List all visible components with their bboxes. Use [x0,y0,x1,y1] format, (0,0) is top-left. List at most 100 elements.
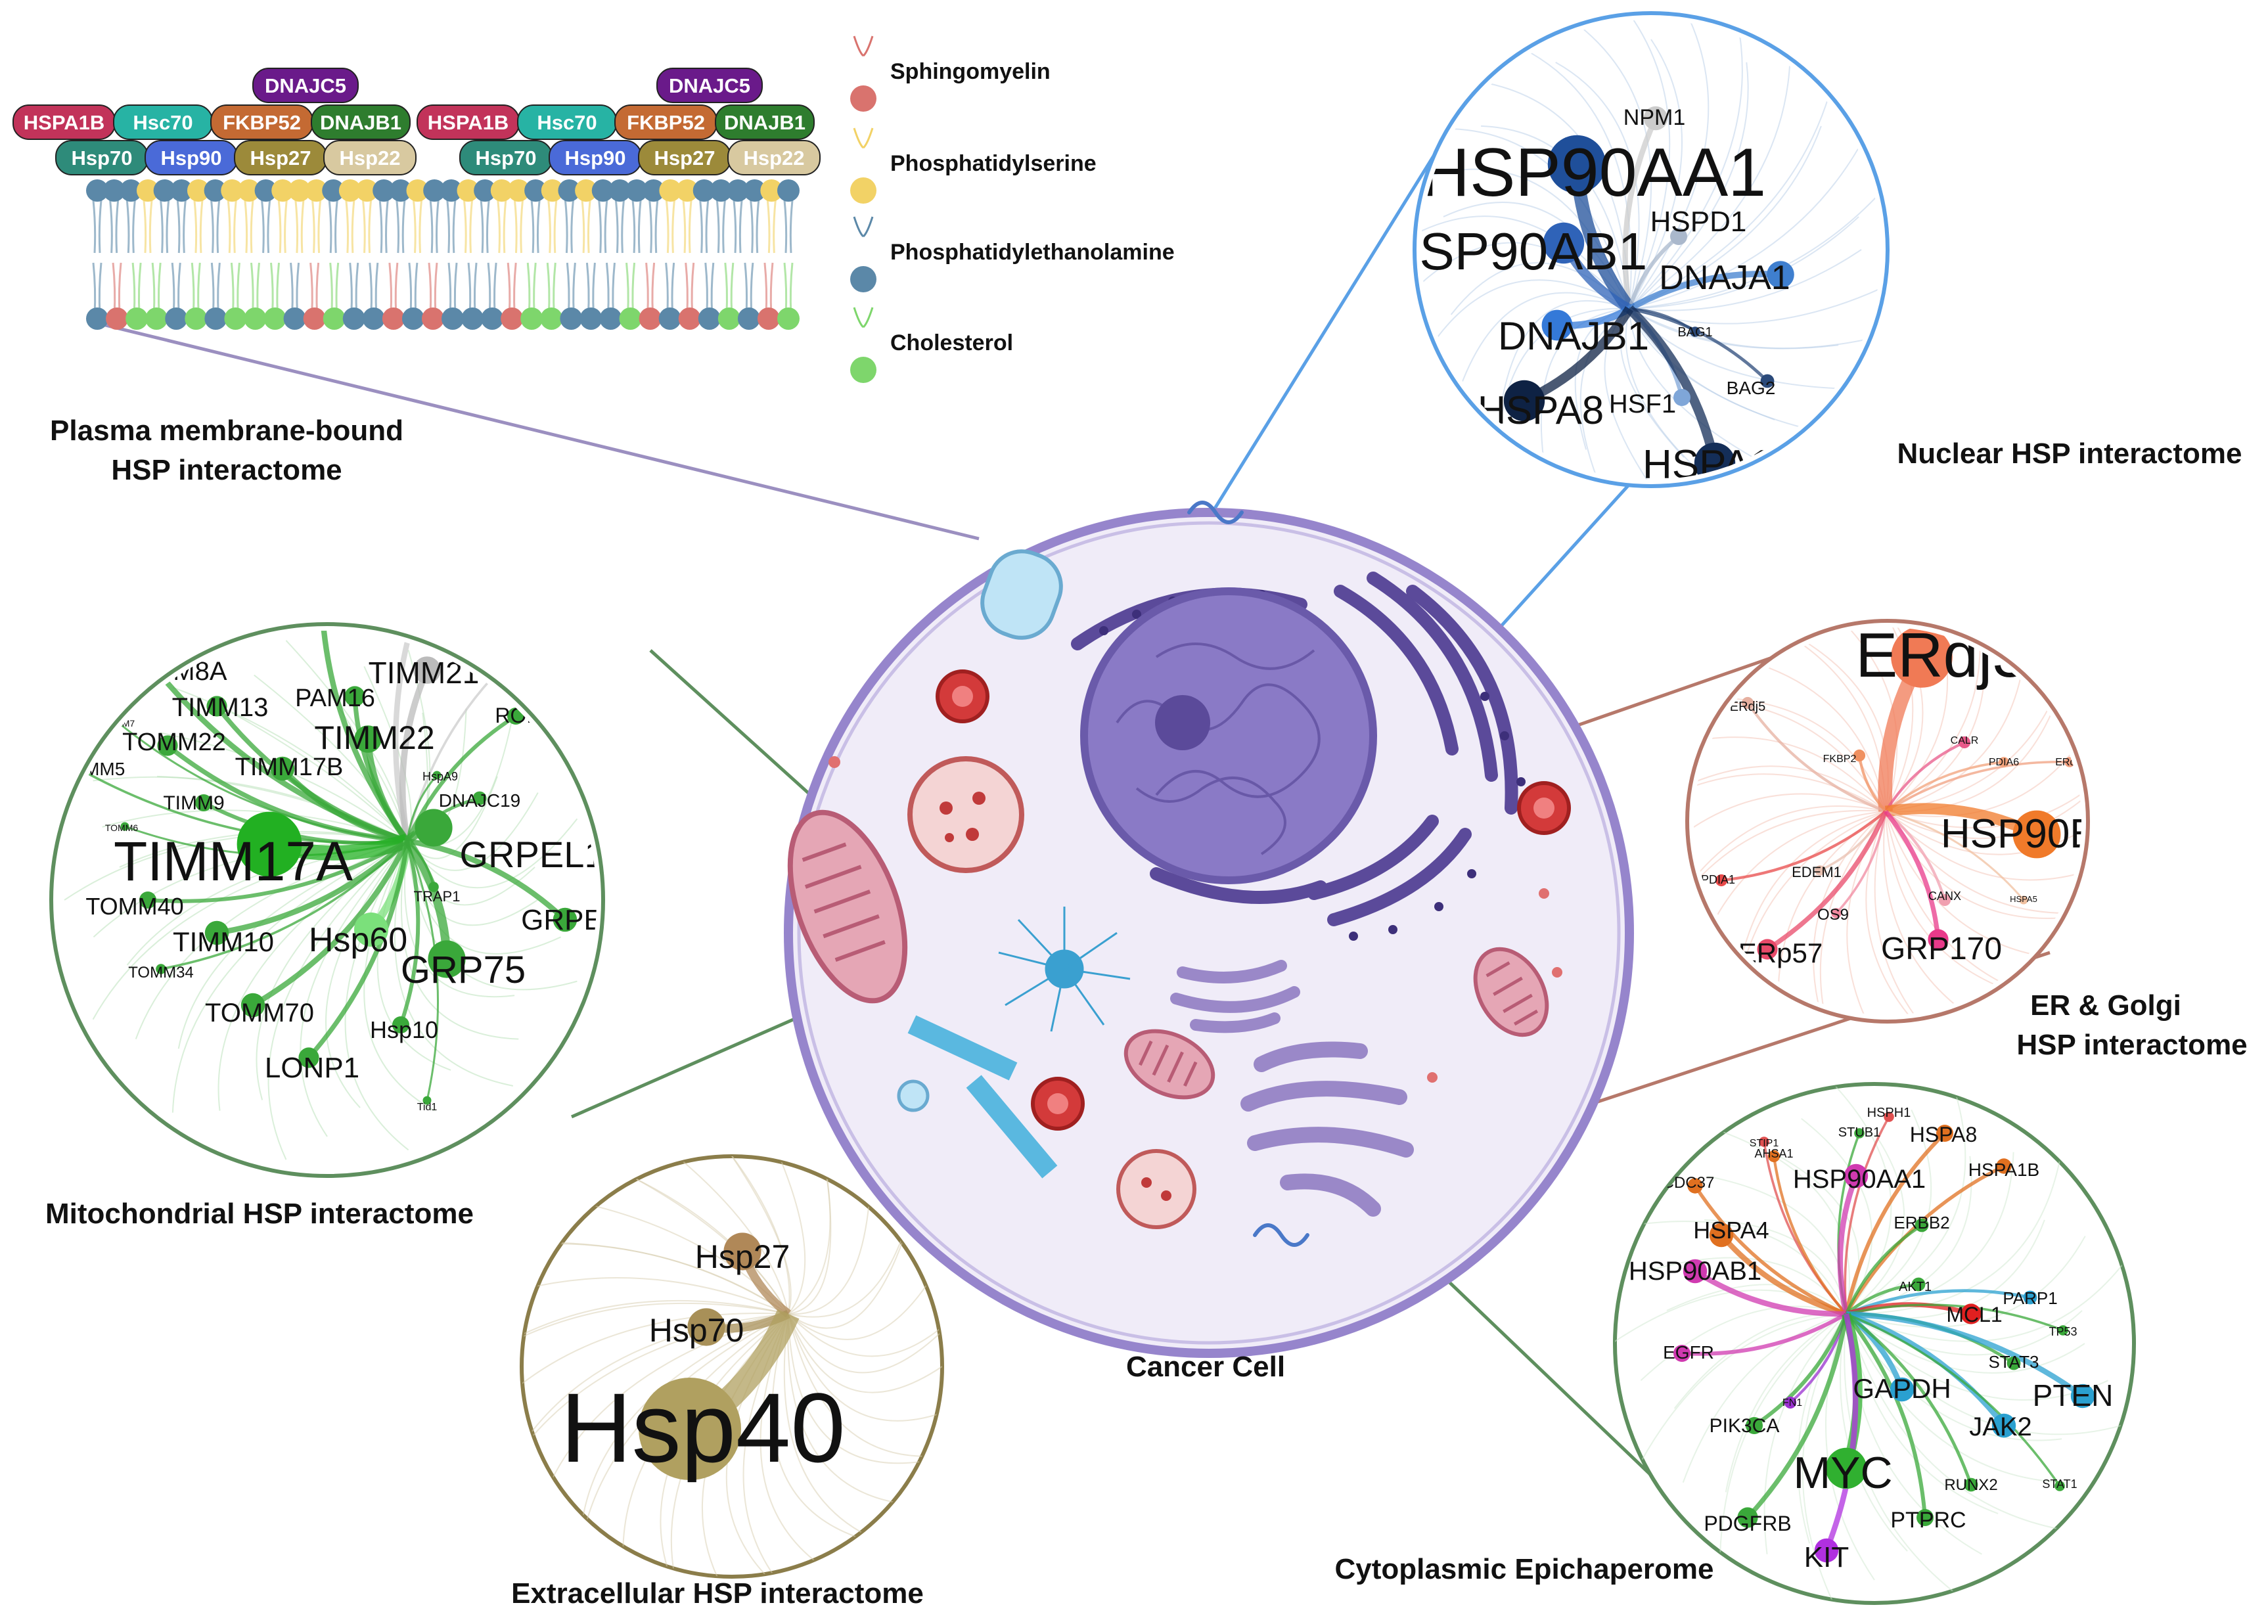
edge-tp53 [1846,1303,2064,1332]
node-dot [1999,757,2009,767]
node-pdgfrb: PDGFRB [1704,1507,1792,1535]
node-label: HSPA4 [1693,1217,1769,1244]
edge-pten [1846,1311,2085,1399]
node-mcl1: MCL1 [1946,1303,2002,1326]
lipid-head-sm [501,307,524,330]
pill-label: Hsp27 [654,147,715,169]
lipid-head-pe [204,179,227,202]
lipid-tail [733,200,743,254]
lipid-tail [311,200,322,254]
nucleolus [1155,695,1210,750]
lipid-head-pe [362,307,385,330]
edge-faint [1629,308,1759,461]
node-dnajc19: DNAJC19 [439,790,520,811]
pill-label: DNAJB1 [320,111,401,134]
node-label: TOMM6 [105,823,139,833]
node-dot [1767,1150,1780,1163]
node-label: PARP1 [2003,1288,2057,1308]
edge-calr [1884,741,1965,813]
legend-label: Sphingomyelin [890,59,1051,84]
pill-label: Hsc70 [537,111,597,134]
node-dot [1890,1377,1915,1402]
edge-faint [344,840,409,1151]
connector-membrane [91,320,980,541]
edge-faint [1763,1313,1847,1554]
edge-faint [788,1313,920,1464]
node-hsph1: HSPH1 [1867,1106,1911,1122]
node-tomm22: TOMM22 [122,729,226,756]
lipid-head-pe [608,179,631,202]
lipid-head-sm [678,307,701,330]
edge-pdia6 [1884,761,2005,813]
node-dot [1844,1163,1869,1188]
edge-faint [1629,62,1749,309]
mito-title: Mitochondrial HSP interactome [45,1198,474,1230]
node-edem1: EDEM1 [1792,864,1842,880]
lipid-head-pe [373,179,396,202]
node-egfr: EGFR [1663,1342,1714,1363]
edge-tomm22 [166,744,408,844]
lipid-head-pe [120,179,143,202]
cancer-cell-label: Cancer Cell [1126,1351,1285,1383]
node-dot [1683,1259,1708,1284]
edge-ptprc [1844,1313,1927,1518]
lipid-tail [345,200,355,254]
node-label: STAT3 [1988,1352,2039,1372]
hsp-pill-dnajc5: DNAJC5 [252,68,359,103]
lipid-head-ps [305,179,328,202]
edge-faint [1421,279,1630,370]
node-dot [156,964,166,974]
lipid-tail [665,200,675,254]
node-tp53: TP53 [2049,1325,2077,1338]
legend-tail [853,127,874,149]
edge-stat1 [1846,1313,2061,1487]
node-label: Hsp60 [309,921,407,959]
lipid-head-pe [283,307,306,330]
edge-faint [1495,307,1630,462]
cyto-edges [1615,1084,2125,1603]
edge-hsp10 [399,840,420,1026]
edge-hspa4 [1719,1233,1848,1317]
node-dot [1958,736,1971,749]
node-dot [1741,696,1754,710]
edge-faint [217,840,408,1111]
node-label: MCL1 [1946,1303,2002,1326]
lipid-tail [715,200,726,254]
edge-faint [1885,811,2081,881]
node-label: JAK2 [1969,1412,2032,1441]
edge-dnaja1 [1627,271,1781,312]
node-dnajb1: DNAJB1 [1498,309,1649,358]
lipid-head-ch [520,307,543,330]
lipid-tail [193,200,204,254]
node-tomm40: TOMM40 [85,891,184,920]
edge-faint [1819,811,1886,1015]
lipid-head-ps [507,179,530,202]
lipid-head-ps [136,179,159,202]
lipid-tail [396,200,406,254]
node-label: TIMM13 [172,693,269,722]
node-label: TIMM23B [492,654,572,674]
inner-leaflet-heads [86,307,800,330]
node-timm23: TIMM23 [369,570,480,604]
pill-label: Hsp70 [71,147,132,169]
node-dot [344,686,365,707]
mitochondrion-large [787,809,908,1004]
legend-swatch [850,357,876,383]
edge-faint [1865,811,1921,1015]
edge-faint [376,840,451,1071]
lipid-head-pe [658,307,681,330]
pill-label: Hsp22 [743,147,804,169]
membrane-title-line2: HSP interactome [111,454,342,486]
pill-shape [715,104,815,140]
node-timm17a: TIMM17A [114,811,353,892]
edge-faint [1629,20,1743,309]
lipid-head-pe [474,179,497,202]
node-timm23b: TIMM23B [492,652,572,674]
lipid-head-pe [401,307,424,330]
node-dot [1938,893,1951,907]
hsp-pill-dnajb1: DNAJB1 [311,104,411,140]
